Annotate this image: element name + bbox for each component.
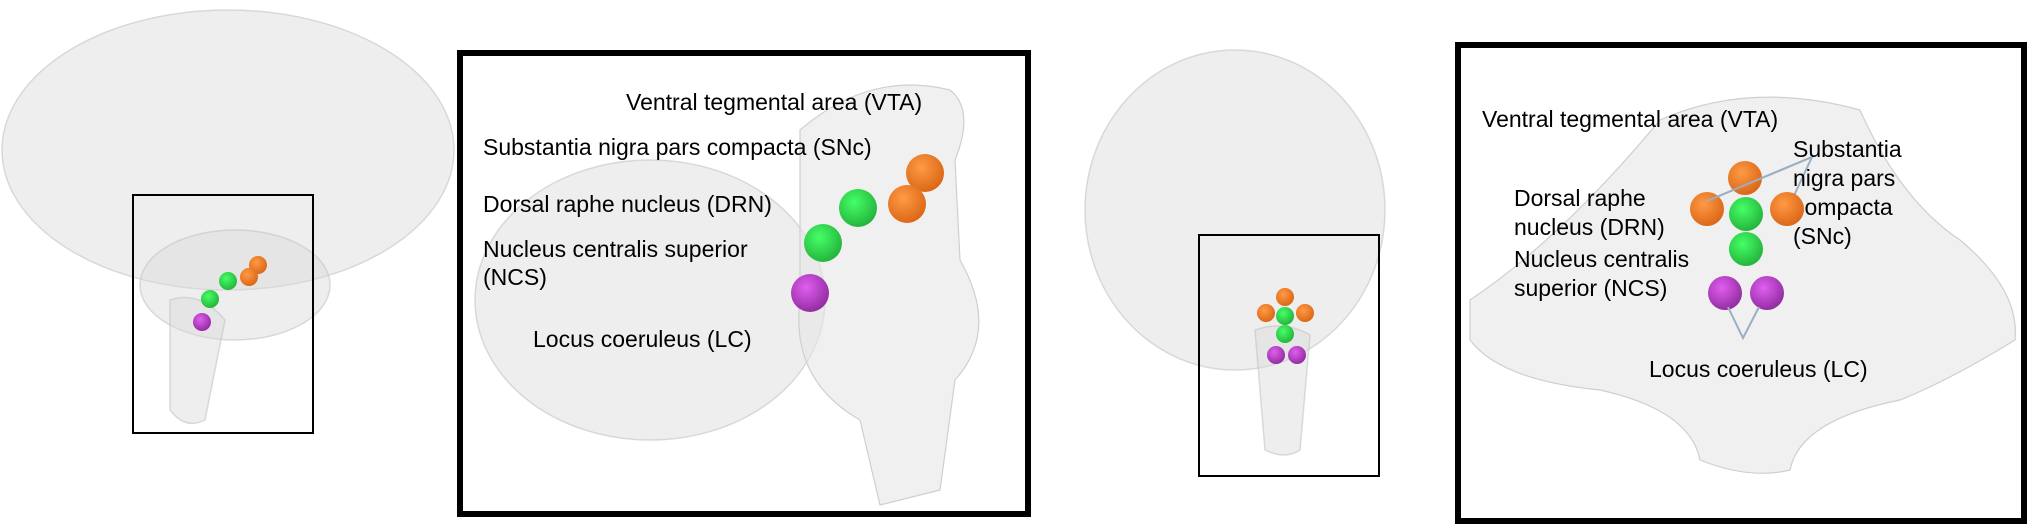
lc-right-sphere (1750, 276, 1784, 310)
label-lc: Locus coeruleus (LC) (533, 326, 752, 352)
label-snc-line4: (SNc) (1793, 223, 1852, 249)
coronal-brain-overview (1084, 49, 1386, 477)
brainstem-shape (1469, 96, 2016, 474)
snc-right-sphere (1296, 304, 1314, 322)
lc-left-sphere (1267, 346, 1285, 364)
vta-sphere (906, 154, 944, 192)
drn-sphere (839, 189, 877, 227)
zoom-region-box (1198, 234, 1380, 477)
label-vta: Ventral tegmental area (VTA) (626, 89, 922, 115)
sagittal-brain-overview (1, 9, 455, 434)
label-ncs-line2: superior (NCS) (1514, 275, 1667, 301)
cerebrum-shape (1084, 49, 1386, 371)
zoom-panel-frame (1455, 42, 2027, 524)
snc-left-sphere (1690, 192, 1724, 226)
snc-right-sphere (1770, 192, 1804, 226)
snc-leader-line-left (1706, 156, 1813, 202)
lc-right-sphere (1288, 346, 1306, 364)
label-ncs-line1: Nucleus centralis (1514, 246, 1689, 272)
drn-sphere (1276, 307, 1294, 325)
brainstem-shape (798, 84, 980, 506)
zoom-region-box (132, 194, 314, 434)
ncs-sphere (804, 224, 842, 262)
brainstem-shape (169, 296, 226, 425)
label-snc: Substantia nigra pars compacta (SNc) (483, 134, 872, 160)
snc-sphere (888, 185, 926, 223)
ncs-sphere (1276, 325, 1294, 343)
lc-left-sphere (1708, 276, 1742, 310)
lc-leader-line (1727, 306, 1760, 341)
vta-sphere (1276, 288, 1294, 306)
lc-sphere (193, 313, 211, 331)
ncs-sphere (201, 290, 219, 308)
zoom-panel-frame (457, 50, 1031, 517)
label-ncs-line2: (NCS) (483, 264, 547, 290)
label-drn: Dorsal raphe nucleus (DRN) (483, 191, 772, 217)
lc-sphere (791, 274, 829, 312)
ncs-sphere (1729, 232, 1763, 266)
label-drn-line1: Dorsal raphe (1514, 185, 1646, 211)
label-snc-line2: nigra pars (1793, 165, 1895, 191)
snc-left-sphere (1257, 304, 1275, 322)
label-snc-line3: compacta (1793, 194, 1893, 220)
drn-sphere (219, 272, 237, 290)
label-ncs-line1: Nucleus centralis superior (483, 236, 748, 262)
label-drn-line2: nucleus (DRN) (1514, 214, 1665, 240)
sagittal-brainstem-zoom: Ventral tegmental area (VTA) Substantia … (457, 50, 1031, 517)
brainstem-shape (1254, 325, 1311, 456)
label-vta: Ventral tegmental area (VTA) (1482, 106, 1778, 132)
snc-sphere (240, 268, 258, 286)
label-lc: Locus coeruleus (LC) (1649, 356, 1868, 382)
vta-sphere (1728, 161, 1762, 195)
coronal-brainstem-zoom: Ventral tegmental area (VTA) Substantia … (1455, 42, 2027, 524)
drn-sphere (1729, 197, 1763, 231)
